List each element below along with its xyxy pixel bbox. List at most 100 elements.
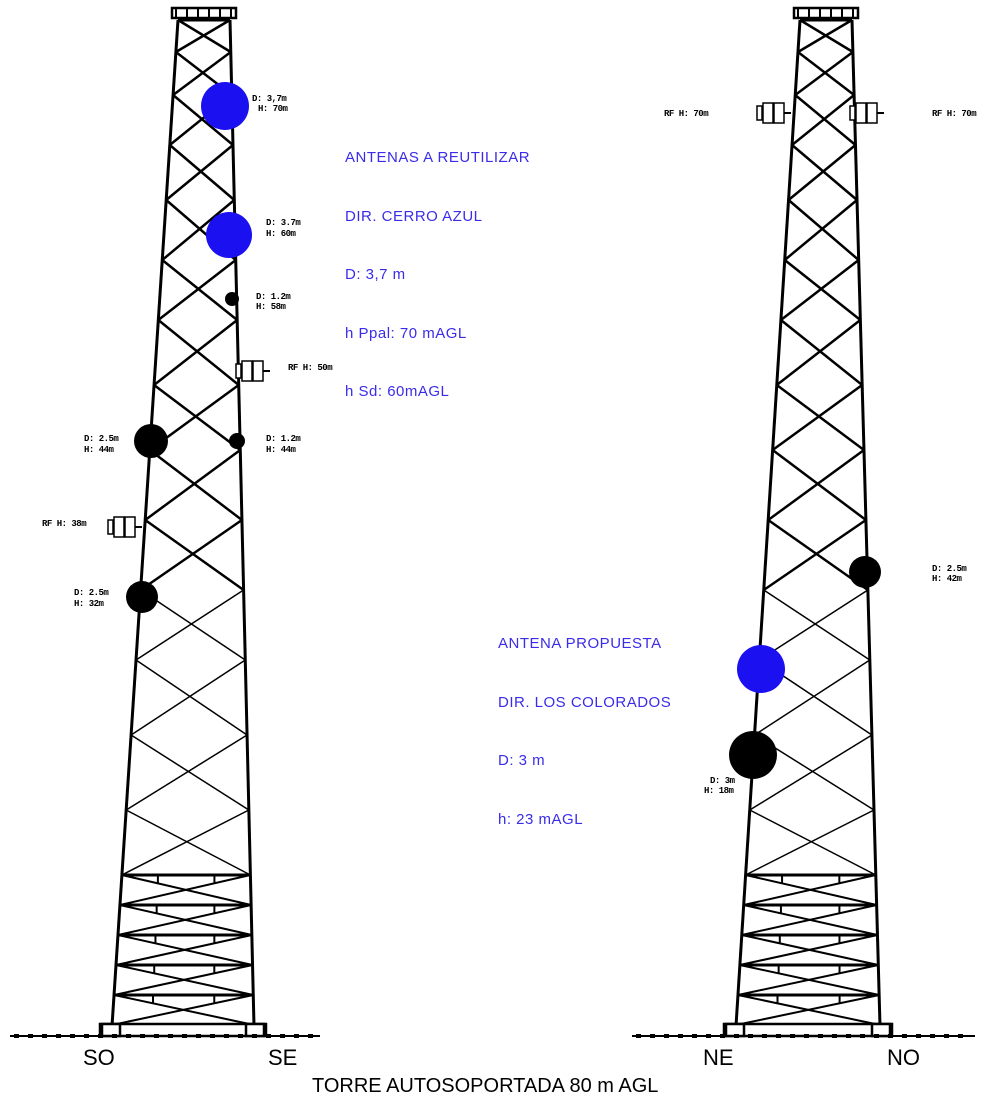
left-tower-brace: [157, 319, 240, 386]
note-proposed: ANTENA PROPUESTA DIR. LOS COLORADOS D: 3…: [498, 595, 671, 849]
left-tower-brace: [165, 144, 234, 201]
label-left-dish-60-h: H: 60m: [266, 229, 296, 239]
rf-antenna-left-38-body: [113, 516, 125, 538]
right-tower-brace: [771, 449, 867, 521]
label-left-dish-70-d: D: 3,7m: [252, 94, 287, 104]
tower-left-elevation: [98, 6, 268, 1038]
left-tower-brace: [119, 874, 251, 906]
right-tower-brace: [741, 904, 877, 936]
left-tower-brace: [144, 518, 245, 592]
label-right-dish-42-h: H: 42m: [932, 574, 962, 584]
left-tower-brace: [111, 994, 254, 1026]
right-tower-brace: [737, 964, 879, 996]
label-right-rf-70b: RF H: 70m: [932, 109, 977, 119]
rf-antenna-left-38-end: [107, 519, 114, 535]
right-tower-brace: [763, 518, 867, 592]
label-right-dish-18-d: D: 3m: [710, 776, 735, 786]
left-tower-brace: [117, 904, 252, 936]
note-proposed-line-4: h: 23 mAGL: [498, 810, 584, 828]
left-tower-brace: [121, 809, 250, 876]
dish-antenna-left_dish_44a: [134, 424, 168, 458]
right-tower-top-platform: [792, 6, 860, 20]
face-label-ne: NE: [703, 1045, 734, 1070]
label-left-dish-58-d: D: 1.2m: [256, 292, 291, 302]
note-proposed-line-2: DIR. LOS COLORADOS: [498, 693, 672, 711]
right-tower-brace: [754, 659, 871, 736]
right-tower-brace: [749, 734, 873, 811]
right-tower-brace: [783, 199, 858, 261]
right-tower-brace: [776, 319, 862, 386]
label-left-dish-70-h: H: 70m: [258, 104, 288, 114]
right-tower-brace: [743, 874, 877, 906]
right-tower-brace: [763, 589, 871, 661]
label-right-dish-42-d: D: 2.5m: [932, 564, 967, 574]
left-tower-brace: [168, 144, 236, 201]
right-tower-brace: [758, 589, 869, 661]
face-label-so: SO: [83, 1045, 115, 1070]
rf-antenna-left-50-body: [252, 360, 264, 382]
note-reuse-line-5: h Sd: 60mAGL: [345, 383, 450, 400]
face-label-se: SE: [268, 1045, 298, 1070]
left-tower-brace: [130, 659, 246, 736]
dish-antenna-left_dish_60: [206, 212, 252, 258]
rf-antenna-left-50-end: [235, 363, 242, 379]
left-tower-brace: [113, 964, 253, 996]
dish-antenna-left_dish_70: [201, 82, 249, 130]
dish-antenna-left_dish_44b: [229, 433, 245, 449]
right-tower-brace: [794, 94, 857, 146]
left-tower-brace: [125, 809, 251, 876]
rf-antenna-right-70a-body: [762, 102, 774, 124]
left-tower-brace: [125, 734, 248, 811]
right-tower-brace: [794, 50, 854, 97]
label-right-rf-70a: RF H: 70m: [664, 109, 709, 119]
label-left-rf-38: RF H: 38m: [42, 519, 87, 529]
rf-antenna-right-70a-body: [773, 102, 785, 124]
rf-antenna-right-70b-body: [855, 102, 867, 124]
right-tower-brace: [745, 809, 875, 876]
left-tower-brace: [135, 659, 248, 736]
right-tower-brace: [791, 94, 855, 146]
note-reuse-line-3: D: 3,7 m: [345, 266, 406, 283]
rf-antenna-right-70a-end: [756, 105, 763, 121]
rf-antenna-right-70b-end: [849, 105, 856, 121]
note-reuse-line-2: DIR. CERRO AZUL: [345, 207, 483, 225]
left-tower-leg-left: [110, 19, 180, 1027]
label-left-dish-32-d: D: 2.5m: [74, 588, 109, 598]
right-tower-brace: [780, 319, 863, 386]
label-left-dish-32-h: H: 32m: [74, 599, 104, 609]
note-proposed-line-3: D: 3 m: [498, 752, 546, 769]
left-tower-brace: [144, 448, 241, 522]
right-tower-brace: [783, 259, 862, 321]
left-tower-brace: [161, 259, 238, 321]
right-tower-leg-left: [734, 19, 802, 1027]
rf-antenna-left-38-body: [124, 516, 136, 538]
dish-antenna-left_dish_58: [225, 292, 239, 306]
right-tower-brace: [787, 144, 857, 201]
right-tower-brace: [797, 18, 853, 54]
left-tower-footing-left: [100, 1022, 122, 1038]
left-tower-brace: [172, 94, 234, 146]
note-proposed-line-1: ANTENA PROPUESTA: [498, 635, 662, 652]
label-left-dish-44a-h: H: 44m: [84, 445, 114, 455]
note-reuse-line-1: ANTENAS A REUTILIZAR: [345, 149, 531, 166]
left-tower-brace: [139, 518, 243, 592]
right-tower-leg-right: [850, 19, 882, 1027]
left-tower-brace: [115, 934, 253, 966]
note-reuse: ANTENAS A REUTILIZAR DIR. CERRO AZUL D: …: [345, 109, 530, 421]
right-tower-brace: [771, 383, 863, 452]
right-tower-brace: [749, 809, 877, 876]
dish-antenna-left_dish_32: [126, 581, 158, 613]
right-tower-brace: [780, 259, 860, 321]
left-tower-leg-right: [228, 19, 256, 1027]
right-tower-brace: [787, 199, 860, 261]
label-left-dish-58-h: H: 58m: [256, 302, 286, 312]
left-tower-brace: [172, 50, 232, 97]
left-tower-brace: [161, 199, 236, 261]
rf-antenna-left-50-body: [241, 360, 253, 382]
dish-antenna-right_dish_42: [849, 556, 881, 588]
dish-antenna-right_dish_23: [737, 645, 785, 693]
label-left-dish-44b-d: D: 1.2m: [266, 434, 301, 444]
left-tower-brace: [153, 319, 238, 386]
right-tower-brace: [739, 934, 878, 966]
